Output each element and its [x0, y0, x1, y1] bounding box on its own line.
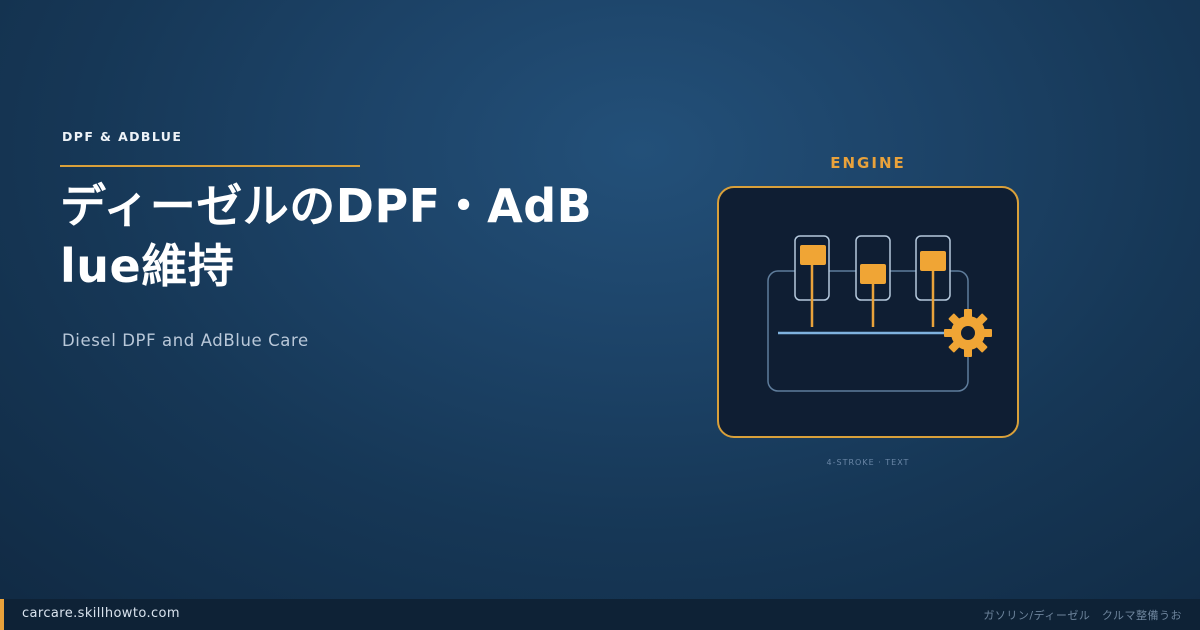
- piston-1: [800, 245, 826, 265]
- footer-bar: carcare.skillhowto.com ガソリン/ディーゼル クルマ整備う…: [0, 599, 1200, 630]
- page-subtitle: Diesel DPF and AdBlue Care: [62, 331, 309, 350]
- engine-label: ENGINE: [830, 154, 906, 172]
- category-tag: DPF & ADBLUE: [62, 129, 183, 144]
- piston-2: [860, 264, 886, 284]
- engine-panel: [717, 186, 1019, 438]
- illustration-caption: 4-STROKE · TEXT: [826, 458, 910, 467]
- footer-accent: [0, 599, 4, 630]
- page-title: ディーゼルのDPF・AdBlue維持: [60, 179, 593, 293]
- footer-domain: carcare.skillhowto.com: [22, 606, 180, 621]
- engine-icon: [717, 186, 1019, 438]
- piston-3: [920, 251, 946, 271]
- accent-divider: [60, 165, 360, 167]
- gear-icon: [944, 309, 992, 357]
- footer-series: ガソリン/ディーゼル クルマ整備うお: [983, 609, 1182, 622]
